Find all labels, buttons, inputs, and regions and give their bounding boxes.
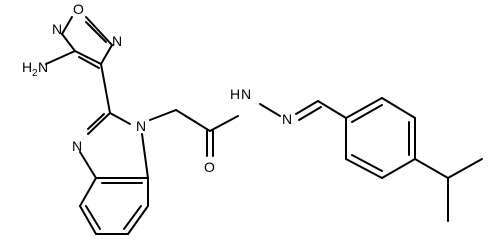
bond-imid-1b (87, 113, 105, 130)
bond-benzo-4 (127, 205, 149, 235)
atom-carbonyl-o: O (204, 159, 215, 175)
bond-ph-2 (381, 97, 416, 119)
bond-n-ch-b (298, 106, 322, 121)
bond-ipr-2 (447, 158, 483, 179)
bond-ch-ar (317, 100, 347, 119)
bond-furazan-4 (85, 16, 113, 46)
bond-ph-5b (351, 154, 383, 172)
bond-furazan-4b (85, 21, 107, 43)
atom-n-furazan-left: N (52, 21, 62, 37)
bond-imid-2 (79, 151, 97, 179)
atom-hydrazide-h: H (230, 86, 240, 102)
atom-imine-n: N (282, 111, 292, 127)
bond-ph-5 (345, 158, 383, 179)
bond-n-ch-a (295, 100, 319, 115)
bond-benzo-2 (79, 205, 97, 235)
atom-amine-n: N (38, 59, 48, 75)
bond-furazan-5 (61, 16, 73, 35)
bond-benzo-4b (123, 205, 142, 230)
bond-amine (45, 50, 76, 65)
bond-nh-n (259, 103, 281, 117)
bond-ph-1b (351, 104, 383, 123)
bond-link (100, 63, 111, 114)
bond-co-nh (209, 115, 239, 132)
atom-labels: O N N H 2 N N N O H N N (22, 1, 292, 175)
bond-furazan-2b (78, 56, 100, 69)
bond-ph-1 (345, 97, 383, 119)
bond-furazan-1 (61, 33, 76, 52)
bond-n-ch2 (149, 109, 177, 121)
bond-benzo-2b (85, 205, 101, 230)
atom-o-furazan: O (73, 1, 84, 17)
atom-n-imidazole-top: N (136, 118, 146, 134)
bond-imid-5 (109, 112, 131, 125)
bond-imid-4 (141, 133, 149, 179)
bond-ph-4 (381, 158, 416, 179)
bond-ch2-co (175, 109, 211, 132)
bond-benzo-1 (79, 177, 97, 207)
atom-amine-sub: 2 (32, 68, 38, 79)
bond-imid-1 (87, 112, 111, 135)
bond-furazan-3 (100, 44, 113, 65)
atom-n-furazan-right: N (112, 33, 122, 49)
bonds (45, 16, 483, 235)
atom-n-imidazole-left: N (72, 138, 82, 154)
atom-amine-h: H (22, 59, 32, 75)
atom-hydrazide-nh: N (241, 86, 251, 102)
bond-furazan-2 (74, 50, 102, 65)
bond-ipr-1 (414, 158, 449, 179)
